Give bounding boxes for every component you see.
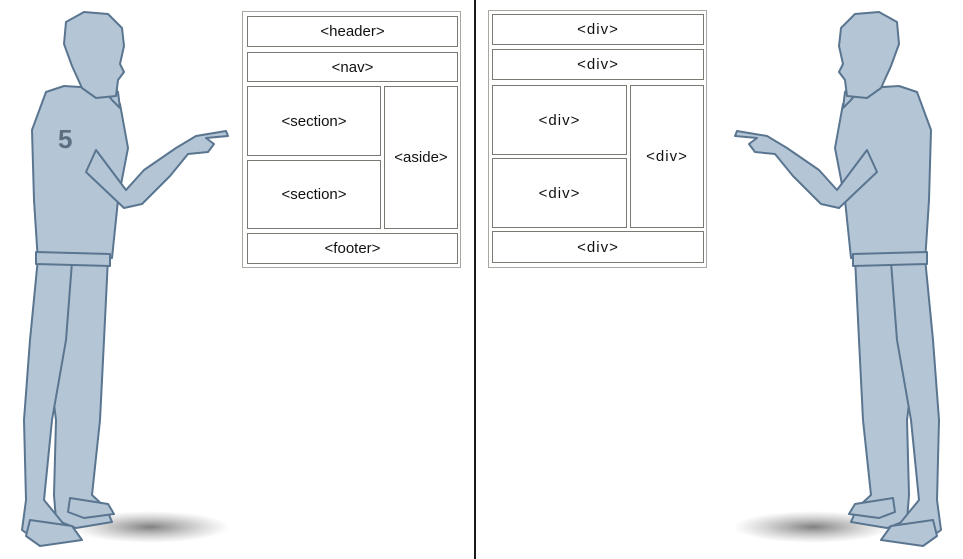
section-div-box-2: <div> (492, 158, 627, 228)
header-box: <header> (247, 16, 458, 47)
shirt-number: 5 (58, 124, 72, 154)
div-layout-diagram: <div> <div> <div> <div> <div> <div> (488, 10, 707, 268)
head (838, 11, 900, 99)
center-divider-line (474, 0, 476, 559)
right-shoe (880, 519, 938, 547)
nav-div-box: <div> (492, 49, 704, 80)
left-shoe (67, 497, 115, 519)
footer-div-box: <div> (492, 231, 704, 263)
section-div-box-1: <div> (492, 85, 627, 155)
belt (35, 251, 111, 267)
pointing-arm (85, 130, 229, 209)
head (63, 11, 125, 99)
semantic-layout-diagram: <header> <nav> <section> <section> <asid… (242, 11, 461, 268)
right-pointing-man-illustration (733, 11, 942, 547)
header-div-box: <div> (492, 14, 704, 45)
pointing-arm (734, 130, 878, 209)
section-box-1: <section> (247, 86, 381, 156)
belt (852, 251, 928, 267)
aside-box: <aside> (384, 86, 458, 229)
nav-box: <nav> (247, 52, 458, 82)
left-pointing-man-illustration: 5 (21, 11, 230, 547)
left-shoe (848, 497, 896, 519)
right-shoe (25, 519, 83, 547)
footer-box: <footer> (247, 233, 458, 264)
section-box-2: <section> (247, 160, 381, 229)
aside-div-box: <div> (630, 85, 704, 228)
